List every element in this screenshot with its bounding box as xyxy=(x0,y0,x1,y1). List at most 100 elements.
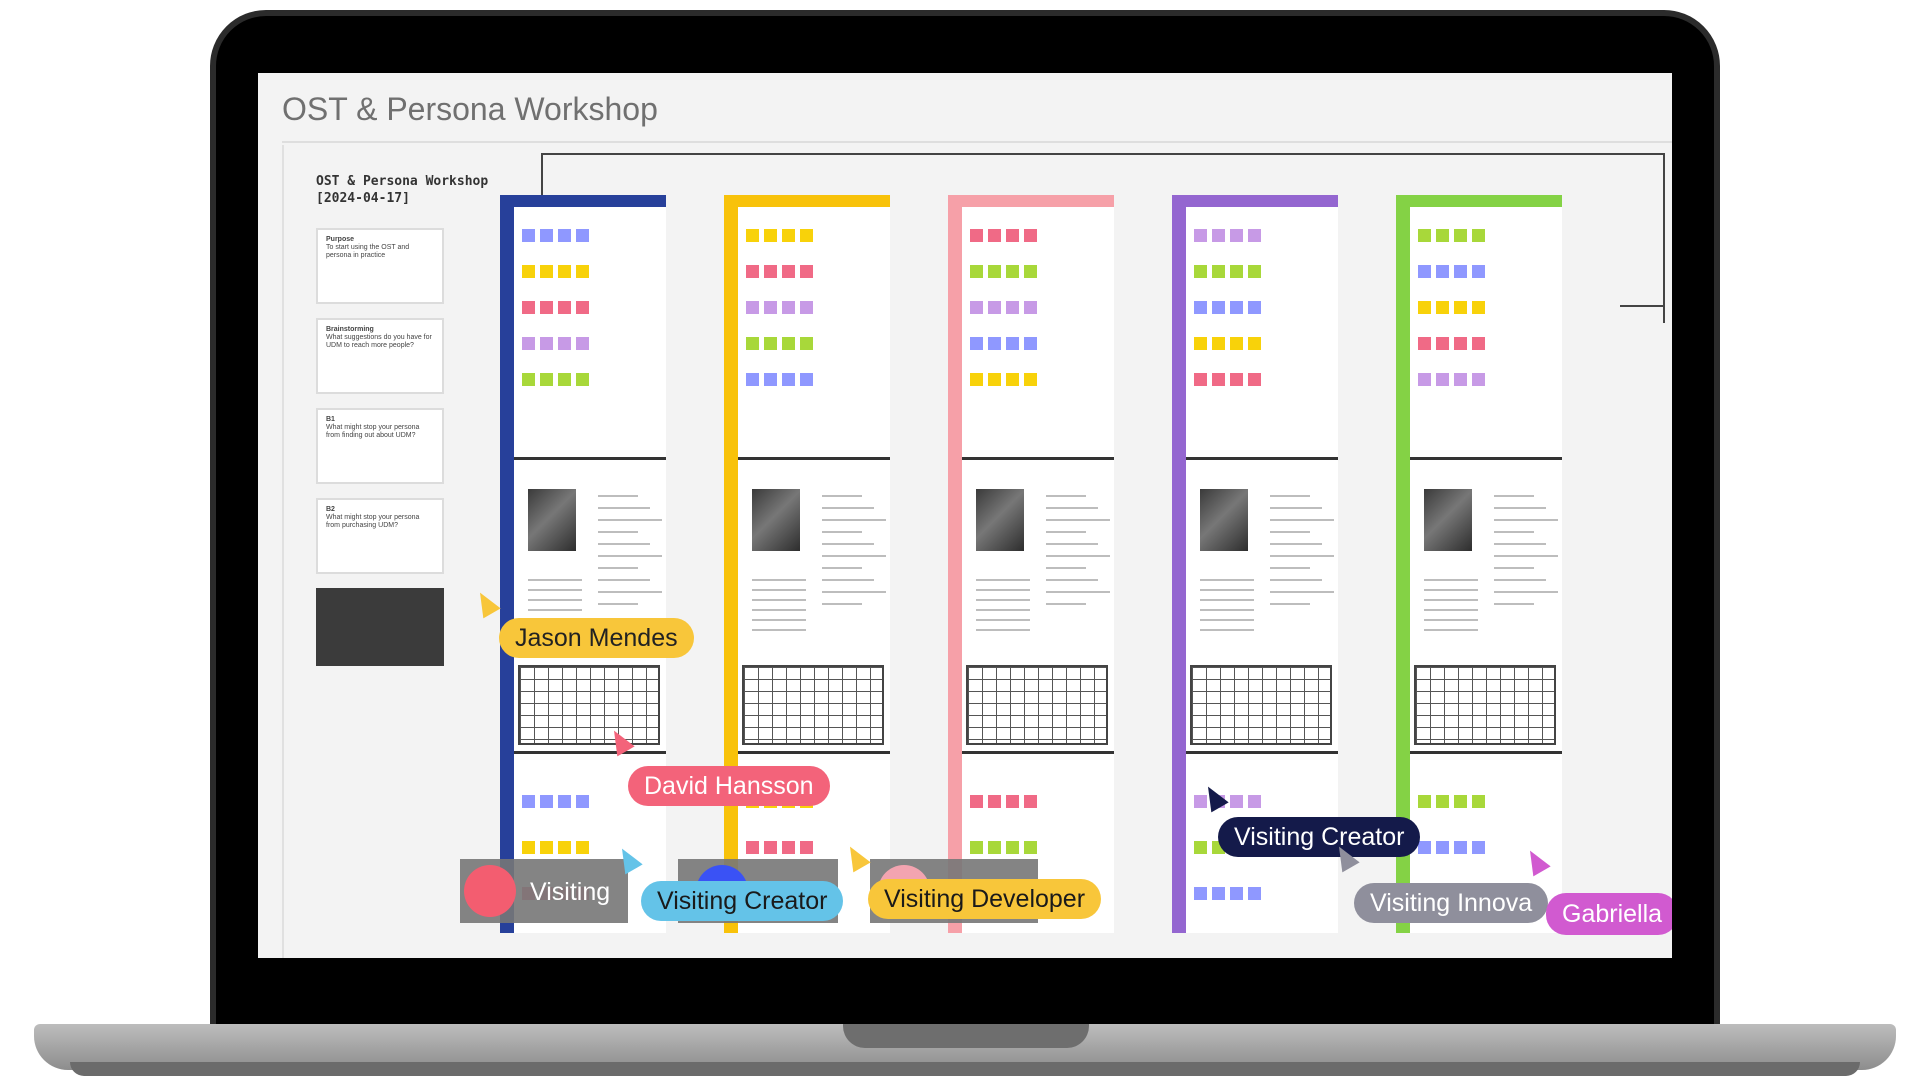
sticky-note[interactable] xyxy=(1194,373,1207,386)
persona-photo[interactable] xyxy=(752,489,800,551)
sticky-note-row[interactable] xyxy=(1194,265,1266,278)
sticky-note[interactable] xyxy=(764,373,777,386)
sticky-note-row[interactable] xyxy=(970,265,1042,278)
sticky-note[interactable] xyxy=(522,229,535,242)
sticky-note[interactable] xyxy=(988,795,1001,808)
sticky-note[interactable] xyxy=(1024,841,1037,854)
sticky-note[interactable] xyxy=(1418,301,1431,314)
sticky-note[interactable] xyxy=(764,301,777,314)
sticky-note[interactable] xyxy=(1436,337,1449,350)
sticky-note[interactable] xyxy=(746,373,759,386)
persona-column[interactable] xyxy=(1396,195,1562,933)
sticky-note[interactable] xyxy=(1472,795,1485,808)
sticky-note-row[interactable] xyxy=(746,337,818,350)
persona-table[interactable] xyxy=(1190,665,1332,745)
persona-table[interactable] xyxy=(966,665,1108,745)
sticky-note[interactable] xyxy=(1194,795,1207,808)
sticky-note[interactable] xyxy=(558,795,571,808)
side-card-brainstorming[interactable]: Brainstorming What suggestions do you ha… xyxy=(316,318,444,394)
sticky-note[interactable] xyxy=(1230,887,1243,900)
sticky-note[interactable] xyxy=(1454,229,1467,242)
sticky-note[interactable] xyxy=(558,373,571,386)
sticky-note[interactable] xyxy=(1472,265,1485,278)
sticky-note[interactable] xyxy=(576,229,589,242)
sticky-note[interactable] xyxy=(782,337,795,350)
sticky-note[interactable] xyxy=(970,841,983,854)
sticky-note[interactable] xyxy=(800,337,813,350)
sticky-note[interactable] xyxy=(1006,229,1019,242)
sticky-note[interactable] xyxy=(1248,301,1261,314)
sticky-note-row[interactable] xyxy=(522,373,594,386)
sticky-note[interactable] xyxy=(1230,229,1243,242)
sticky-note[interactable] xyxy=(988,373,1001,386)
persona-column[interactable] xyxy=(948,195,1114,933)
sticky-note[interactable] xyxy=(1454,265,1467,278)
sticky-note[interactable] xyxy=(1212,337,1225,350)
sticky-note[interactable] xyxy=(746,265,759,278)
sticky-note[interactable] xyxy=(1472,373,1485,386)
persona-photo[interactable] xyxy=(1424,489,1472,551)
sticky-note[interactable] xyxy=(988,337,1001,350)
sticky-note[interactable] xyxy=(522,795,535,808)
sticky-note[interactable] xyxy=(1248,265,1261,278)
sticky-note[interactable] xyxy=(970,265,983,278)
sticky-note-row[interactable] xyxy=(1194,301,1266,314)
sticky-note[interactable] xyxy=(558,337,571,350)
sticky-note[interactable] xyxy=(800,265,813,278)
sticky-note[interactable] xyxy=(576,265,589,278)
sticky-note-row[interactable] xyxy=(1418,337,1490,350)
sticky-note[interactable] xyxy=(1454,795,1467,808)
sticky-note[interactable] xyxy=(746,229,759,242)
sticky-note[interactable] xyxy=(522,265,535,278)
sticky-note[interactable] xyxy=(558,301,571,314)
sticky-note[interactable] xyxy=(1006,301,1019,314)
sticky-note-row[interactable] xyxy=(970,373,1042,386)
sticky-note[interactable] xyxy=(1418,795,1431,808)
sticky-note[interactable] xyxy=(764,337,777,350)
sticky-note[interactable] xyxy=(558,229,571,242)
sticky-note[interactable] xyxy=(800,373,813,386)
persona-photo[interactable] xyxy=(528,489,576,551)
sticky-note[interactable] xyxy=(576,337,589,350)
sticky-note[interactable] xyxy=(1006,795,1019,808)
side-card-image[interactable] xyxy=(316,588,444,666)
sticky-note[interactable] xyxy=(1230,795,1243,808)
sticky-note[interactable] xyxy=(540,841,553,854)
sticky-note[interactable] xyxy=(576,301,589,314)
sticky-note[interactable] xyxy=(1436,841,1449,854)
sticky-note[interactable] xyxy=(1418,229,1431,242)
sticky-note[interactable] xyxy=(576,373,589,386)
sticky-note-row[interactable] xyxy=(522,301,594,314)
sticky-note-row[interactable] xyxy=(1418,265,1490,278)
sticky-note[interactable] xyxy=(576,841,589,854)
sticky-note-row[interactable] xyxy=(746,841,818,854)
sticky-note[interactable] xyxy=(1212,795,1225,808)
sticky-note[interactable] xyxy=(1454,301,1467,314)
sticky-note[interactable] xyxy=(970,795,983,808)
sticky-note[interactable] xyxy=(1230,373,1243,386)
sticky-note[interactable] xyxy=(1418,841,1431,854)
sticky-note[interactable] xyxy=(1024,373,1037,386)
sticky-note[interactable] xyxy=(1006,265,1019,278)
sticky-note[interactable] xyxy=(558,265,571,278)
sticky-note[interactable] xyxy=(988,301,1001,314)
sticky-note-row[interactable] xyxy=(522,265,594,278)
sticky-note-row[interactable] xyxy=(1418,373,1490,386)
sticky-note[interactable] xyxy=(1472,841,1485,854)
sticky-note[interactable] xyxy=(800,301,813,314)
sticky-note-row[interactable] xyxy=(746,265,818,278)
sticky-note[interactable] xyxy=(988,841,1001,854)
side-card-purpose[interactable]: Purpose To start using the OST and perso… xyxy=(316,228,444,304)
sticky-note[interactable] xyxy=(970,229,983,242)
sticky-note-row[interactable] xyxy=(1418,795,1490,808)
persona-table[interactable] xyxy=(742,665,884,745)
sticky-note[interactable] xyxy=(800,229,813,242)
sticky-note[interactable] xyxy=(576,795,589,808)
sticky-note[interactable] xyxy=(970,373,983,386)
sticky-note[interactable] xyxy=(1248,795,1261,808)
sticky-note[interactable] xyxy=(522,373,535,386)
sticky-note-row[interactable] xyxy=(970,841,1042,854)
sticky-note[interactable] xyxy=(1194,229,1207,242)
sticky-note[interactable] xyxy=(1436,229,1449,242)
sticky-note[interactable] xyxy=(970,337,983,350)
